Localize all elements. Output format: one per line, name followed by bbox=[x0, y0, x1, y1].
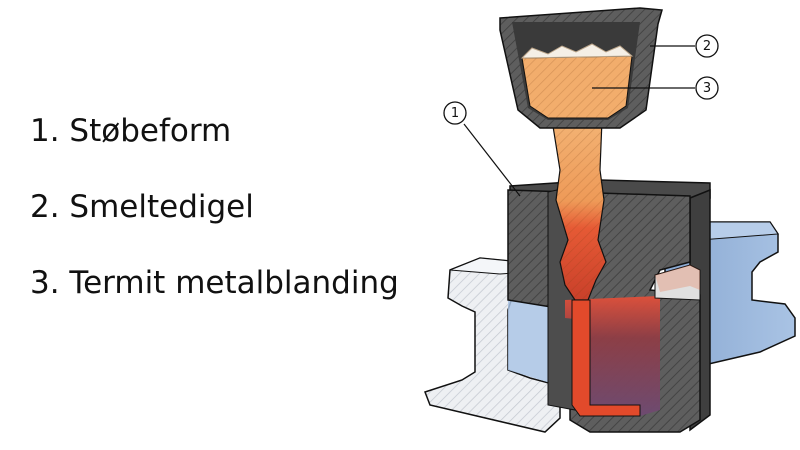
legend: 1. Støbeform 2. Smeltedigel 3. Termit me… bbox=[30, 112, 399, 340]
termite-flow bbox=[551, 119, 641, 417]
crucible bbox=[499, 7, 663, 129]
legend-item-stobeform: 1. Støbeform bbox=[30, 113, 232, 149]
callout-3-number: 3 bbox=[703, 81, 711, 96]
callout-2-number: 2 bbox=[703, 39, 711, 54]
hot-weld-cap bbox=[655, 265, 700, 292]
callout-1: 1 bbox=[443, 101, 467, 125]
legend-item-smeltedigel: 2. Smeltedigel bbox=[30, 189, 254, 225]
callout-2: 2 bbox=[695, 34, 719, 58]
legend-item-termit: 3. Termit metalblanding bbox=[30, 265, 399, 301]
callout-3: 3 bbox=[695, 76, 719, 100]
callout-1-number: 1 bbox=[451, 106, 459, 121]
callout-lines bbox=[463, 45, 695, 197]
